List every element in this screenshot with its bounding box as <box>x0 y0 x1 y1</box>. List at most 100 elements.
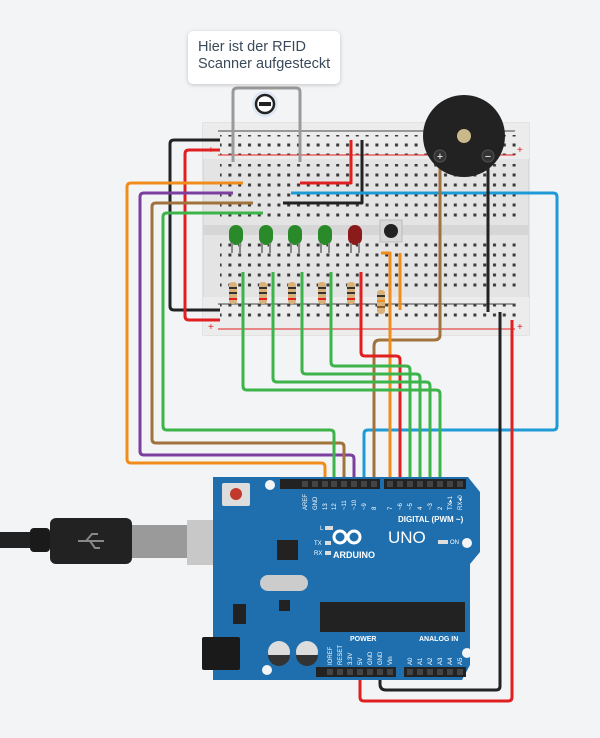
pin-gnd[interactable] <box>312 481 318 487</box>
pin-gnd[interactable] <box>377 669 383 675</box>
pin-a4[interactable] <box>447 669 453 675</box>
wire-red-pin6[interactable] <box>359 272 402 484</box>
pin-label: AREF <box>303 494 309 510</box>
led-green[interactable] <box>259 225 273 253</box>
pin-a1[interactable] <box>417 669 423 675</box>
resistor[interactable] <box>377 290 385 314</box>
wire-green-pin12[interactable] <box>161 211 336 484</box>
led-l-label: L <box>320 526 324 532</box>
wire-green-pin4[interactable] <box>300 272 422 484</box>
wire-orange-pin7[interactable] <box>381 251 392 484</box>
pin-6[interactable] <box>397 481 403 487</box>
wire-red-rail[interactable] <box>183 148 220 322</box>
pin-label: TX▸1 <box>448 495 454 510</box>
pin-ioref[interactable] <box>327 669 333 675</box>
voltage-regulator <box>233 604 246 624</box>
crystal <box>260 575 308 591</box>
pin-label: 2 <box>438 506 444 510</box>
wire-brown-pin11[interactable] <box>150 201 346 484</box>
power-jack <box>202 637 240 670</box>
pin-a0[interactable] <box>407 669 413 675</box>
usb-cable[interactable] <box>0 518 247 565</box>
pin-label: 8 <box>372 506 378 510</box>
pin-label: ~3 <box>428 502 434 510</box>
rail-plus-label: + <box>517 322 523 333</box>
pin-11[interactable] <box>341 481 347 487</box>
led-green[interactable] <box>288 225 302 253</box>
digital-header-left[interactable] <box>280 479 380 489</box>
piezo-buzzer[interactable]: + − <box>423 95 505 177</box>
analog-header[interactable] <box>404 667 466 677</box>
rx-label: RX <box>314 551 322 557</box>
push-button[interactable] <box>379 219 403 243</box>
digital-header-right[interactable] <box>384 479 466 489</box>
pin-a3[interactable] <box>437 669 443 675</box>
rfid-wire[interactable] <box>231 86 302 162</box>
wire-orange-pin13[interactable] <box>125 181 327 484</box>
tooltip-line2: Scanner aufgesteckt <box>198 56 331 72</box>
wire-black-short[interactable] <box>283 140 364 205</box>
power-header[interactable] <box>316 667 396 677</box>
pin-a2[interactable] <box>427 669 433 675</box>
resistor[interactable] <box>318 282 326 304</box>
pin-33v[interactable] <box>347 669 353 675</box>
resistor[interactable] <box>259 282 267 304</box>
pin-a5[interactable] <box>457 669 463 675</box>
pin-gnd[interactable] <box>367 669 373 675</box>
pin-label: GND <box>378 651 384 665</box>
pin-reset[interactable] <box>337 669 343 675</box>
pin-label: RESET <box>338 645 344 665</box>
pin-13[interactable] <box>322 481 328 487</box>
led-green[interactable] <box>229 225 243 253</box>
led-red[interactable] <box>348 225 362 253</box>
rail-plus-label: + <box>208 322 214 333</box>
pin-4[interactable] <box>417 481 423 487</box>
wire-red-5v[interactable] <box>358 320 514 703</box>
wire-green-pin5[interactable] <box>329 272 412 484</box>
tooltip-line1: Hier ist der RFID <box>198 39 306 55</box>
minus-icon <box>259 102 271 106</box>
wire-purple-pin10[interactable] <box>138 191 356 484</box>
pin-rx0[interactable] <box>457 481 463 487</box>
pin-5v[interactable] <box>357 669 363 675</box>
led-on <box>438 540 448 544</box>
tx-label: TX <box>314 541 322 547</box>
pin-label: 3.3V <box>348 653 354 665</box>
rail-plus-label: + <box>517 145 523 156</box>
pin-vin[interactable] <box>387 669 393 675</box>
wire-green-pin2[interactable] <box>241 272 442 484</box>
wire-green-pin3[interactable] <box>271 272 432 484</box>
pin-2[interactable] <box>437 481 443 487</box>
resistor[interactable] <box>347 282 355 304</box>
pin-tx1[interactable] <box>447 481 453 487</box>
pin-label: ~6 <box>398 502 404 510</box>
usb-icon <box>78 533 104 549</box>
pin-3[interactable] <box>427 481 433 487</box>
pin-aref[interactable] <box>302 481 308 487</box>
led-tx <box>325 541 331 545</box>
pin-10[interactable] <box>351 481 357 487</box>
pin-12[interactable] <box>331 481 337 487</box>
led-rx <box>325 551 331 555</box>
pin-5[interactable] <box>407 481 413 487</box>
wire-black-gnd[interactable] <box>378 312 502 692</box>
pin-9[interactable] <box>361 481 367 487</box>
pin-label: A1 <box>418 657 424 665</box>
wire-brown-pin8[interactable] <box>372 165 442 484</box>
atmega-chip <box>320 602 465 632</box>
pin-8[interactable] <box>371 481 377 487</box>
wire-black-rail[interactable] <box>168 138 220 312</box>
pin-7[interactable] <box>387 481 393 487</box>
resistor[interactable] <box>229 282 237 304</box>
arduino-brand: ARDUINO <box>333 550 375 560</box>
pin-label: A2 <box>428 657 434 665</box>
wire-blue-pin9[interactable] <box>291 191 559 484</box>
pin-label: A0 <box>408 657 414 665</box>
wire-red-short[interactable] <box>300 140 353 185</box>
buzzer-minus-label: − <box>485 151 491 163</box>
resistor[interactable] <box>288 282 296 304</box>
leds <box>229 225 362 253</box>
led-green[interactable] <box>318 225 332 253</box>
